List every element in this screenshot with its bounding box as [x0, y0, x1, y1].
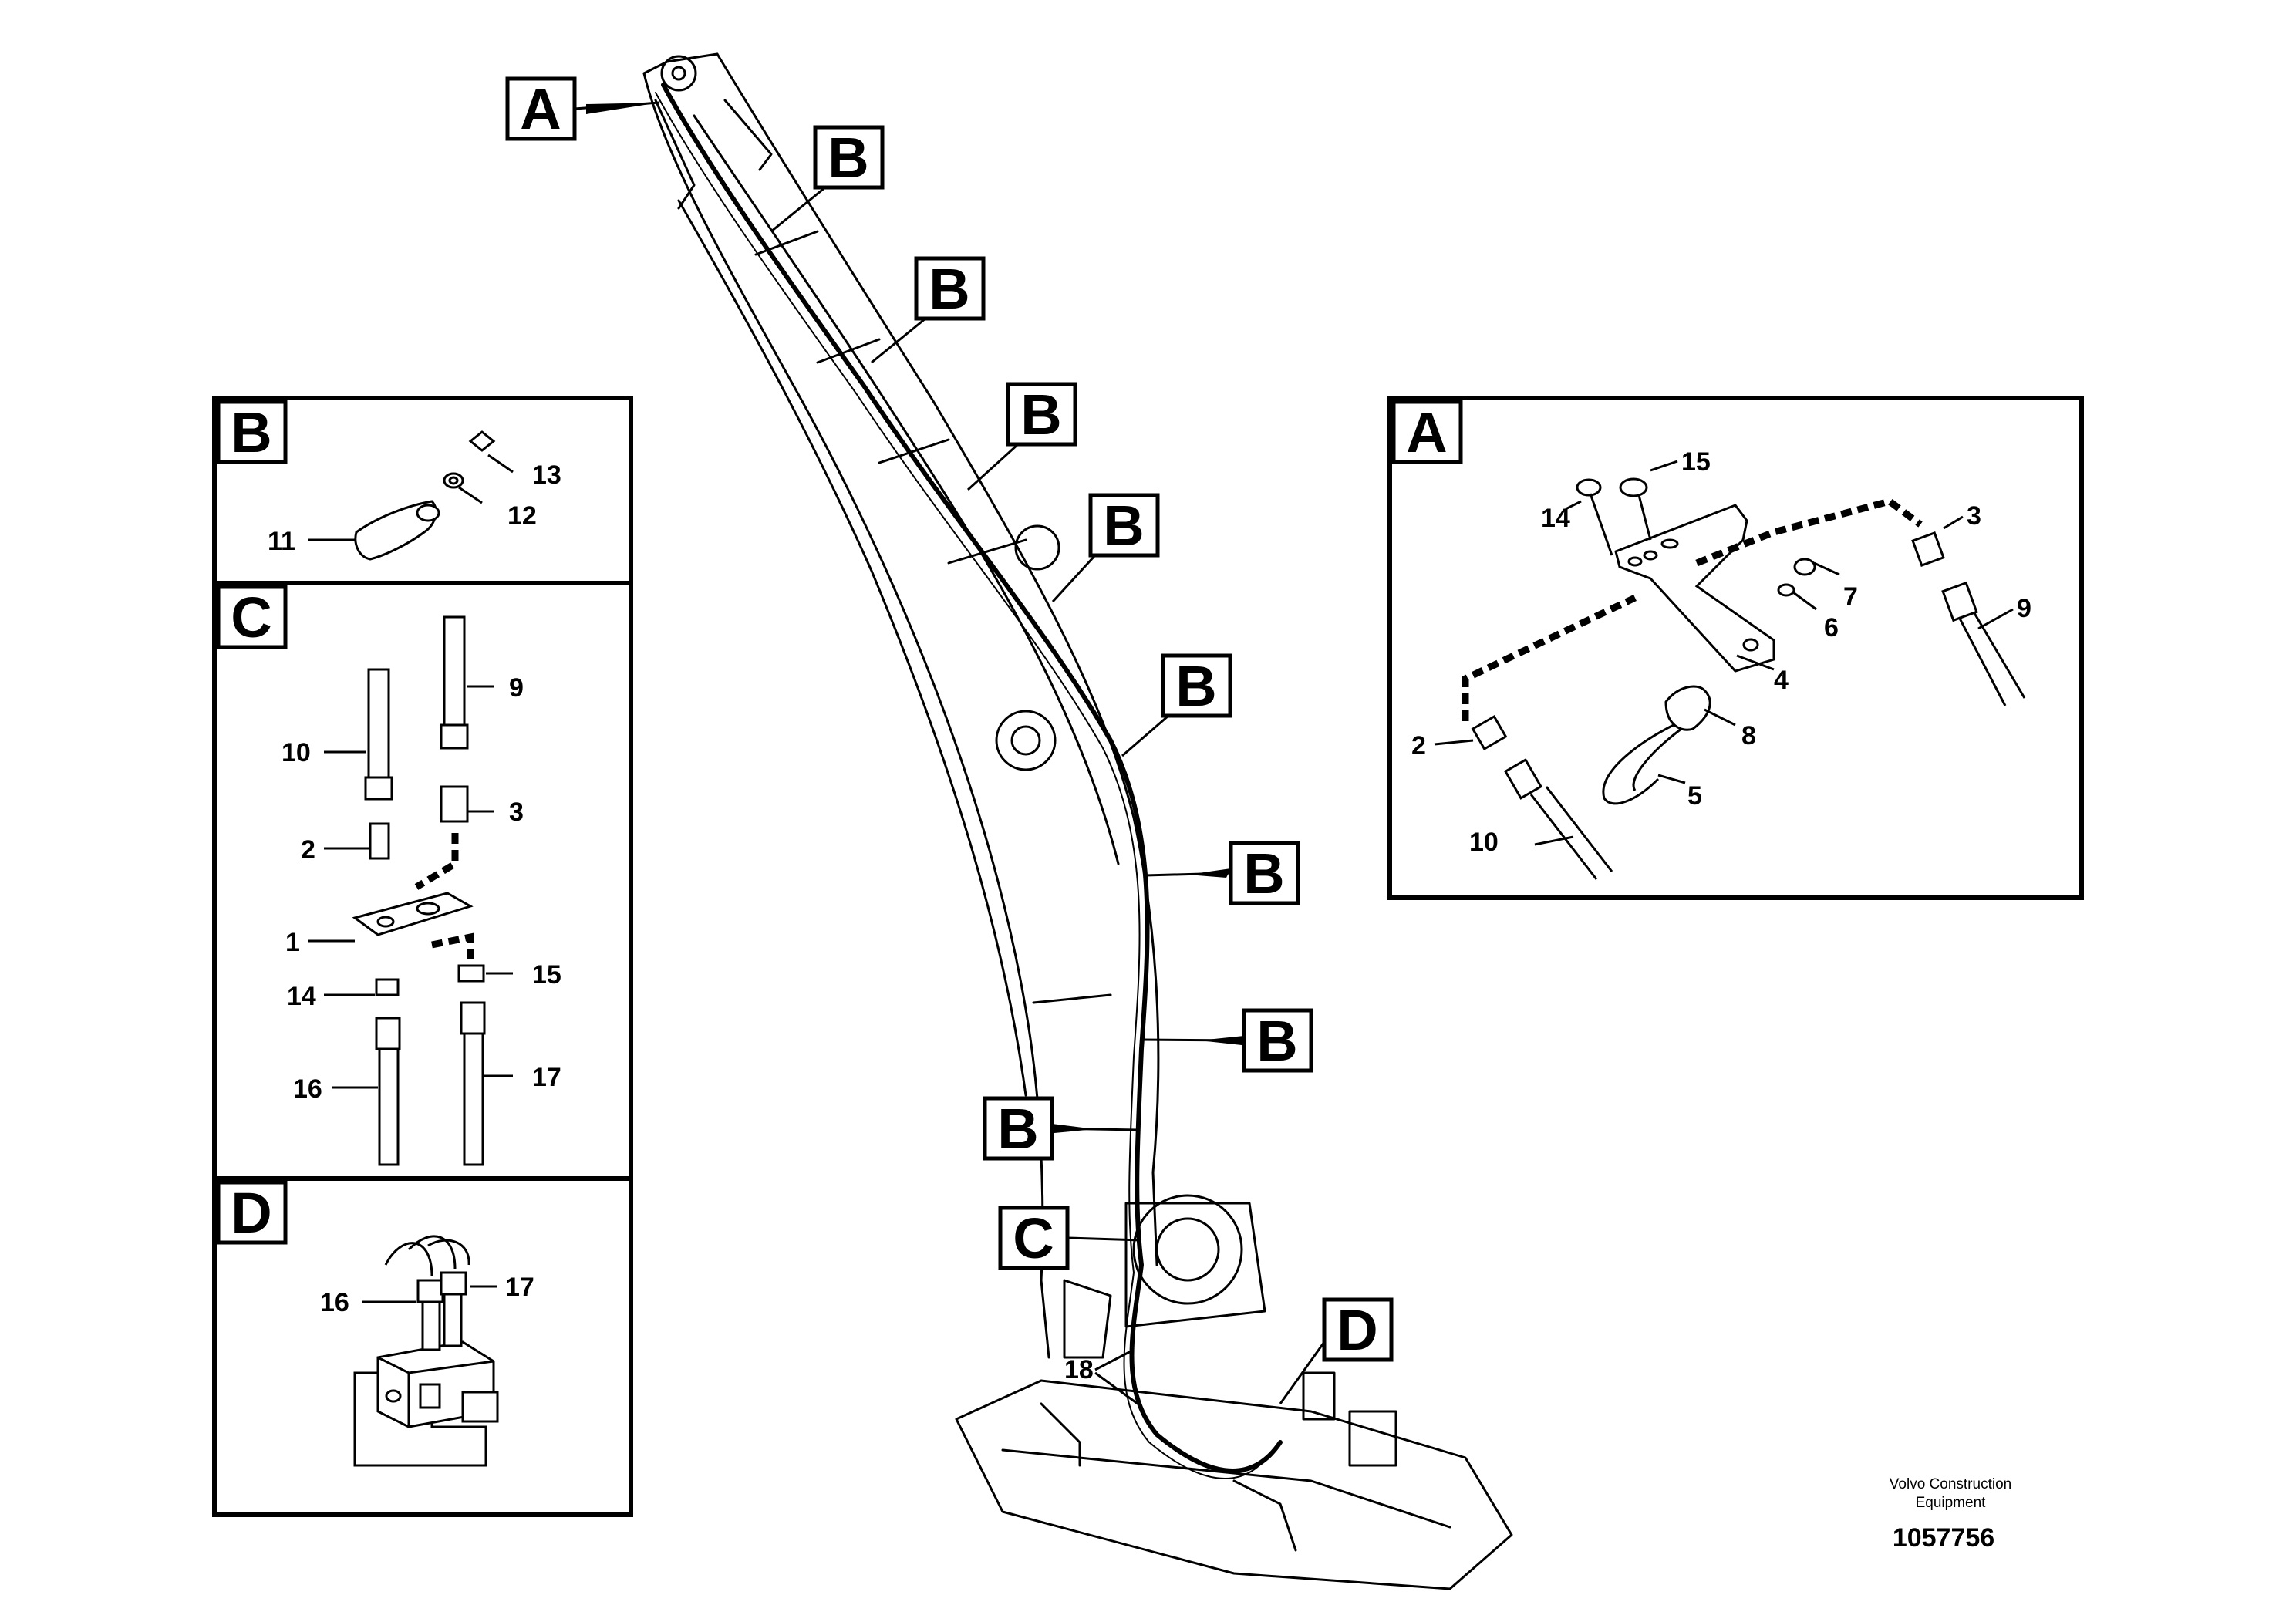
part-label-13: 13 [532, 460, 561, 490]
document-number: 1057756 [1893, 1523, 1994, 1553]
company-name-line2: Equipment [1916, 1495, 1987, 1511]
connector-assembly-drawing [352, 615, 486, 1166]
part-label-14: 14 [1541, 504, 1570, 533]
part-label-2: 2 [301, 835, 315, 865]
part-label-1: 1 [285, 928, 300, 957]
callout-letter: A [520, 77, 561, 141]
callout-b-5: B [1121, 653, 1232, 757]
part-label-17: 17 [532, 1063, 561, 1092]
part-label-15: 15 [1681, 447, 1711, 477]
part-label-6: 6 [1824, 613, 1839, 642]
company-name-line1: Volvo Construction [1890, 1476, 2011, 1492]
callout-letter: C [1013, 1206, 1054, 1270]
callout-letter: B [828, 126, 868, 190]
hose-routing [655, 83, 1283, 1479]
callout-box [1161, 653, 1232, 718]
panel-title: A [1406, 400, 1447, 464]
callout-box [1006, 382, 1077, 447]
part-label-17: 17 [505, 1273, 534, 1302]
detail-panel-d: D 16 17 [212, 1176, 633, 1517]
callout-letter: B [1020, 383, 1061, 447]
callout-b-1: B [770, 125, 885, 233]
callout-letter: B [1175, 654, 1216, 718]
panel-title-box [1391, 400, 1463, 464]
callout-letter: B [1103, 494, 1144, 558]
callout-b-6: B [1145, 841, 1300, 905]
callout-letter: B [1256, 1009, 1297, 1073]
panel-title: C [231, 585, 271, 649]
callout-box [1322, 1297, 1394, 1362]
hose-clamp-drawing [354, 430, 496, 561]
callout-letter: D [1337, 1298, 1377, 1362]
callout-c-main: C [998, 1206, 1142, 1270]
part-number: 18 [1064, 1355, 1094, 1384]
part-label-10: 10 [282, 738, 311, 767]
detail-panel-a: A 14 [1387, 396, 2084, 900]
part-label-3: 3 [1967, 501, 1981, 531]
part-label-7: 7 [1843, 582, 1858, 612]
panel-title: D [231, 1181, 271, 1245]
callout-a-main: A [505, 76, 660, 141]
valve-block-drawing [353, 1271, 499, 1467]
part-label-10: 10 [1469, 828, 1499, 857]
part-label-11: 11 [268, 527, 295, 556]
callout-b-7: B [1141, 1008, 1313, 1073]
callout-letter: B [997, 1097, 1038, 1161]
callout-letter: B [1243, 841, 1284, 905]
detail-panel-c: C 10 2 [212, 581, 633, 1181]
part-label-16: 16 [320, 1288, 349, 1317]
panel-title-box [216, 585, 288, 649]
part-label-5: 5 [1687, 781, 1702, 811]
callout-d-main: D [1279, 1297, 1394, 1404]
callout-b-4: B [1051, 493, 1160, 603]
part-label-9: 9 [2017, 594, 2031, 623]
part-label-16: 16 [293, 1074, 322, 1104]
part-label-8: 8 [1741, 721, 1756, 750]
callout-b-2: B [871, 256, 986, 364]
label-18-main: 18 [1064, 1348, 1138, 1405]
callout-b-8: B [983, 1096, 1138, 1161]
part-label-9: 9 [509, 673, 524, 703]
detail-panel-b: B 11 12 13 [212, 396, 633, 585]
panel-title-box [216, 1180, 288, 1245]
callout-box [914, 256, 986, 321]
part-label-14: 14 [287, 982, 316, 1011]
panel-title: B [231, 400, 271, 464]
callout-b-3: B [966, 382, 1077, 491]
footer: Volvo Construction Equipment 1057756 [1890, 1476, 2011, 1553]
part-label-4: 4 [1774, 666, 1789, 695]
part-label-2: 2 [1411, 731, 1426, 760]
panel-title-box [216, 400, 288, 464]
callout-letter: B [929, 257, 969, 321]
callout-box [813, 125, 885, 190]
part-label-15: 15 [532, 960, 561, 990]
part-label-3: 3 [509, 798, 524, 827]
callout-box [1088, 493, 1160, 558]
part-label-12: 12 [507, 501, 537, 531]
